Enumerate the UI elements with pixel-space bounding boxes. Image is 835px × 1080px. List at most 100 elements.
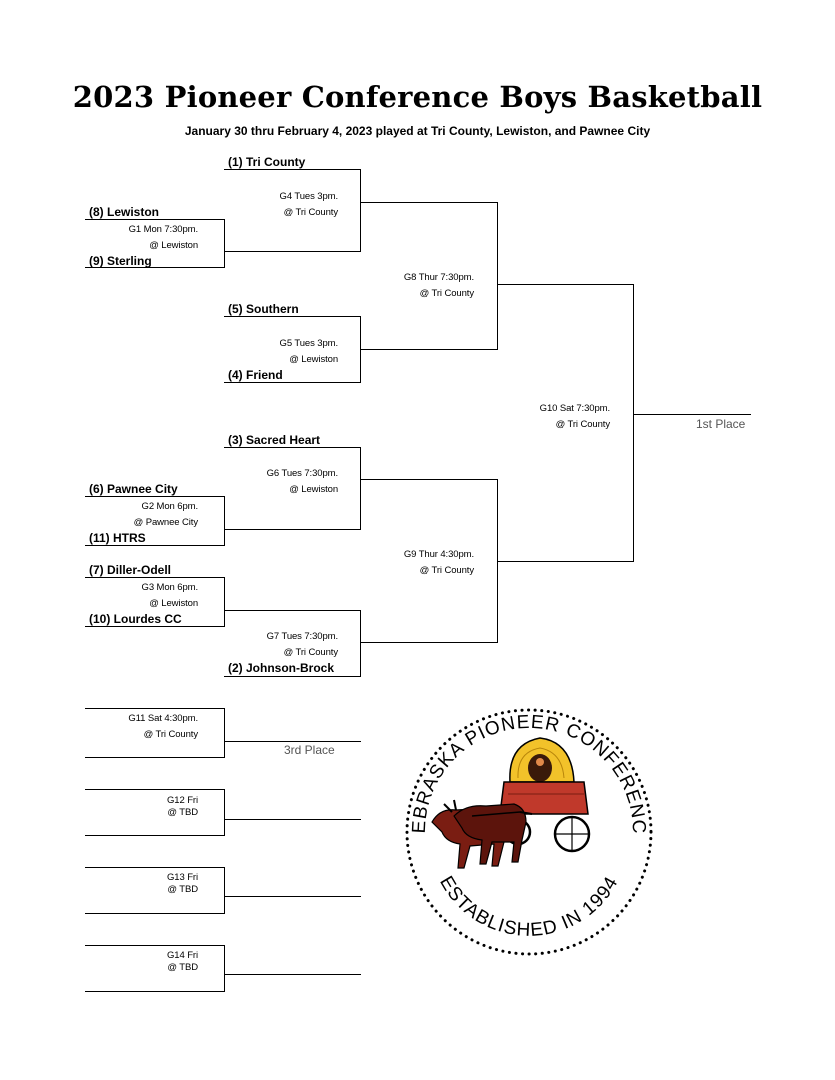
page-title: 2023 Pioneer Conference Boys Basketball: [72, 80, 763, 114]
game-g12-time: G12 Fri: [167, 795, 198, 806]
line-g13-top: [85, 867, 225, 868]
game-g9-site: @ Tri County: [419, 565, 474, 576]
line-g1-out: [224, 251, 361, 252]
line-g14-vertical: [224, 945, 225, 991]
line-g13-bottom: [85, 913, 225, 914]
page-subtitle: January 30 thru February 4, 2023 played …: [184, 124, 651, 138]
line-g6-top: [224, 447, 361, 448]
line-g9-out: [497, 561, 634, 562]
game-g2-site: @ Pawnee City: [133, 517, 198, 528]
game-g4-site: @ Tri County: [283, 207, 338, 218]
line-g3-top: [85, 577, 225, 578]
line-g12-vertical: [224, 789, 225, 835]
game-g6: G6 Tues 7:30pm. @ Lewiston: [267, 468, 338, 496]
game-g10-time: G10 Sat 7:30pm.: [539, 403, 610, 414]
game-g1-time: G1 Mon 7:30pm.: [128, 224, 198, 235]
line-g11-top: [85, 708, 225, 709]
game-g11-site: @ Tri County: [143, 729, 198, 740]
game-g7: G7 Tues 7:30pm. @ Tri County: [267, 631, 338, 659]
game-g7-site: @ Tri County: [283, 647, 338, 658]
game-g3-site: @ Lewiston: [149, 598, 198, 609]
line-third-place: [224, 741, 361, 742]
line-g5-out: [360, 349, 498, 350]
line-g11-vertical: [224, 708, 225, 757]
game-g13-site: @ TBD: [167, 884, 198, 895]
line-g4-top: [224, 169, 361, 170]
line-g13-out: [224, 896, 361, 897]
logo-bottom-text: ESTABLISHED IN 1994: [435, 873, 623, 941]
covered-wagon-icon: [499, 737, 591, 853]
line-g4-vertical: [360, 169, 361, 251]
team-southern: (5) Southern: [228, 302, 299, 316]
game-g8: G8 Thur 7:30pm. @ Tri County: [404, 272, 474, 300]
game-g10-site: @ Tri County: [555, 419, 610, 430]
line-g9-vertical: [497, 479, 498, 642]
team-pawnee-city: (6) Pawnee City: [89, 482, 178, 496]
logo-dotted-ring: [405, 708, 653, 956]
team-sterling: (9) Sterling: [89, 254, 152, 268]
line-g4-out: [360, 202, 498, 203]
line-g2-vertical: [224, 496, 225, 545]
line-g12-out: [224, 819, 361, 820]
game-g12-site: @ TBD: [167, 807, 198, 818]
line-g1-bottom: [85, 267, 225, 268]
line-g6-vertical: [360, 447, 361, 529]
team-lourdes-cc: (10) Lourdes CC: [89, 612, 182, 626]
line-g1-vertical: [224, 219, 225, 267]
game-g14-time: G14 Fri: [167, 950, 198, 961]
game-g4-time: G4 Tues 3pm.: [279, 191, 339, 202]
game-g5-site: @ Lewiston: [289, 354, 338, 365]
line-g3-bottom: [85, 626, 225, 627]
game-g9: G9 Thur 4:30pm. @ Tri County: [404, 549, 474, 577]
team-lewiston: (8) Lewiston: [89, 205, 160, 219]
game-g8-site: @ Tri County: [419, 288, 474, 299]
line-g2-bottom: [85, 545, 225, 546]
line-g2-out: [224, 529, 361, 530]
line-g14-bottom: [85, 991, 225, 992]
line-g13-vertical: [224, 867, 225, 913]
game-g9-time: G9 Thur 4:30pm.: [403, 549, 474, 560]
game-g8-time: G8 Thur 7:30pm.: [403, 272, 474, 283]
line-g10-vertical: [633, 284, 634, 561]
game-g5: G5 Tues 3pm. @ Lewiston: [279, 338, 339, 366]
line-g12-bottom: [85, 835, 225, 836]
team-johnson-brock: (2) Johnson-Brock: [228, 661, 335, 675]
first-place-label: 1st Place: [696, 417, 746, 431]
team-diller-odell: (7) Diller-Odell: [89, 563, 172, 577]
game-g2-time: G2 Mon 6pm.: [141, 501, 199, 512]
line-g3-out: [224, 610, 361, 611]
game-g3-time: G3 Mon 6pm.: [141, 582, 199, 593]
oxen-team-icon: [431, 799, 533, 869]
game-g1-site: @ Lewiston: [149, 240, 198, 251]
team-friend: (4) Friend: [228, 368, 283, 382]
team-htrs: (11) HTRS: [89, 531, 146, 545]
game-g3: G3 Mon 6pm. @ Lewiston: [141, 582, 199, 610]
game-g13-time: G13 Fri: [167, 872, 198, 883]
game-g1: G1 Mon 7:30pm. @ Lewiston: [129, 224, 198, 252]
game-g11: G11 Sat 4:30pm. @ Tri County: [128, 713, 198, 741]
game-g2: G2 Mon 6pm. @ Pawnee City: [134, 501, 198, 529]
line-champion: [633, 414, 751, 415]
line-g7-bottom: [224, 676, 361, 677]
team-sacred-heart: (3) Sacred Heart: [228, 433, 321, 447]
game-g6-time: G6 Tues 7:30pm.: [266, 468, 338, 479]
line-g12-top: [85, 789, 225, 790]
game-g5-time: G5 Tues 3pm.: [279, 338, 339, 349]
game-g13: G13 Fri @ TBD: [167, 872, 198, 896]
game-g10: G10 Sat 7:30pm. @ Tri County: [540, 403, 610, 431]
line-g5-top: [224, 316, 361, 317]
line-g3-vertical: [224, 577, 225, 626]
line-g2-top: [85, 496, 225, 497]
team-tri-county: (1) Tri County: [228, 155, 306, 169]
line-g14-out: [224, 974, 361, 975]
line-g7-out: [360, 642, 498, 643]
game-g11-time: G11 Sat 4:30pm.: [128, 713, 198, 724]
line-g1-top: [85, 219, 225, 220]
line-g11-bottom: [85, 757, 225, 758]
game-g4: G4 Tues 3pm. @ Tri County: [279, 191, 339, 219]
line-g7-vertical: [360, 610, 361, 676]
line-g6-out: [360, 479, 498, 480]
line-g8-vertical: [497, 202, 498, 349]
